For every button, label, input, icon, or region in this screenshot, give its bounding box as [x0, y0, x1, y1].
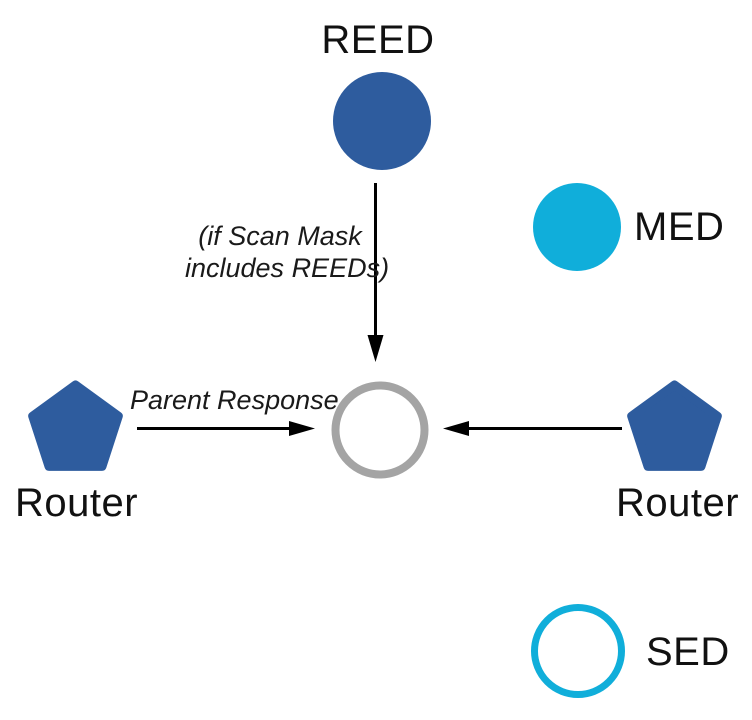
med-node-circle: [533, 183, 621, 271]
arrow-reed-to-parent: [367, 183, 384, 362]
sed-node-circle: [531, 604, 625, 698]
scan-mask-annotation-line1: (if Scan Mask: [198, 221, 362, 251]
reed-label: REED: [321, 18, 435, 62]
med-label: MED: [634, 205, 725, 249]
router-right-label: Router: [616, 481, 740, 525]
sed-label: SED: [646, 630, 730, 674]
arrow-router-right-to-parent: [443, 421, 622, 436]
router-left-label: Router: [15, 481, 139, 525]
scan-mask-annotation: (if Scan Mask includes REEDs): [185, 220, 390, 284]
parent-node-circle: [331, 381, 429, 479]
parent-response-annotation: Parent Response: [130, 385, 339, 415]
reed-node-circle: [333, 72, 431, 170]
scan-mask-annotation-line2: includes REEDs): [185, 253, 390, 283]
arrow-router-left-to-parent: [137, 421, 315, 436]
router-right-pentagon: [627, 380, 722, 471]
router-left-pentagon: [28, 380, 123, 471]
